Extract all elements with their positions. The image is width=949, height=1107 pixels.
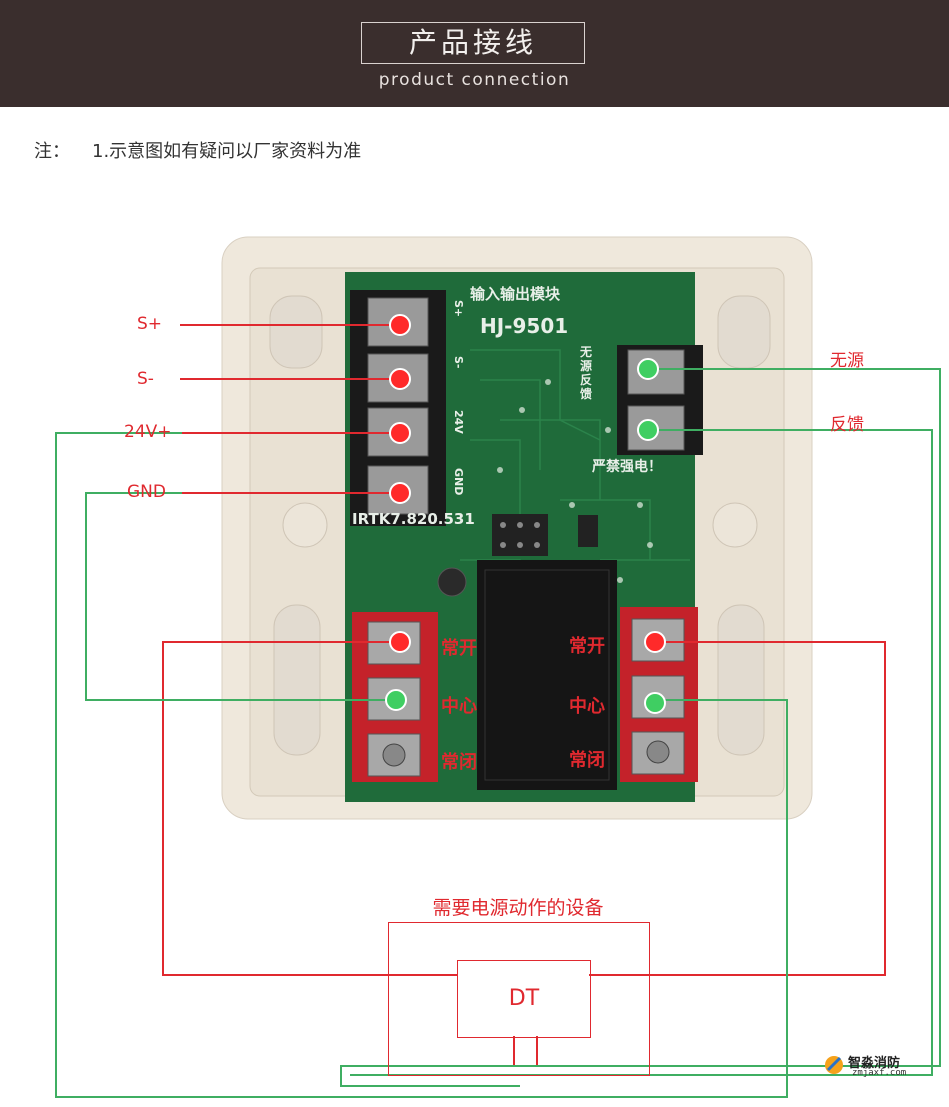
relay-left-com: 中心 xyxy=(441,696,477,717)
device-dt: DT xyxy=(457,960,591,1038)
device-box xyxy=(388,922,650,1076)
header-banner: 产品接线 product connection xyxy=(0,0,949,107)
pcb-title: 输入输出模块 xyxy=(470,285,561,303)
mount-slot xyxy=(269,295,323,369)
pcb-dots xyxy=(497,379,653,603)
pcb-pin-label: S+ xyxy=(452,300,465,318)
pcb-pin-label: 24V xyxy=(452,410,465,434)
relay-left-nc: 常闭 xyxy=(441,752,477,773)
relay-right-nc: 常闭 xyxy=(569,750,605,771)
label-24v: 24V+ xyxy=(124,422,172,442)
watermark-logo-icon xyxy=(825,1056,843,1074)
jumper-header xyxy=(492,514,548,556)
relay-right-com: 中心 xyxy=(569,696,605,717)
relay xyxy=(477,560,617,790)
screw-boss xyxy=(712,502,758,548)
label-passive: 无源 xyxy=(830,351,864,371)
mount-slot xyxy=(717,295,771,369)
relay-edge xyxy=(484,569,610,781)
title-box: 产品接线 xyxy=(361,22,585,64)
pcb-side-label: 无源反馈 xyxy=(580,345,593,401)
screw-boss xyxy=(282,502,328,548)
pcb-warning: 严禁强电！ xyxy=(592,459,662,475)
pcb-model: HJ-9501 xyxy=(480,314,569,338)
device-title: 需要电源动作的设备 xyxy=(432,897,604,919)
watermark-name: 智淼消防 xyxy=(848,1056,901,1071)
note: 注： 1.示意图如有疑问以厂家资料为准 xyxy=(34,137,361,163)
page-title: 产品接线 xyxy=(408,26,537,59)
label-s-minus: S- xyxy=(137,369,154,389)
note-prefix: 注： xyxy=(34,141,70,162)
label-feedback: 反馈 xyxy=(830,415,864,435)
mount-slot xyxy=(717,604,765,756)
terminal-dots xyxy=(385,314,666,714)
watermark-url: zmjaxf.com xyxy=(852,1068,907,1078)
note-text: 1.示意图如有疑问以厂家资料为准 xyxy=(92,141,362,162)
pcb-pin-label: GND xyxy=(452,468,465,496)
pcb-code: IRTK7.820.531 xyxy=(352,510,475,528)
mount-slot xyxy=(273,604,321,756)
pcb-pin-label: S- xyxy=(452,356,465,369)
page-subtitle: product connection xyxy=(378,70,571,90)
capacitor xyxy=(437,567,467,597)
red-wires xyxy=(162,324,886,1067)
jp3-header xyxy=(578,515,598,547)
label-s-plus: S+ xyxy=(137,314,163,334)
relay-right-no: 常开 xyxy=(569,636,605,657)
label-gnd: GND xyxy=(127,482,166,502)
relay-left-no: 常开 xyxy=(441,638,477,659)
